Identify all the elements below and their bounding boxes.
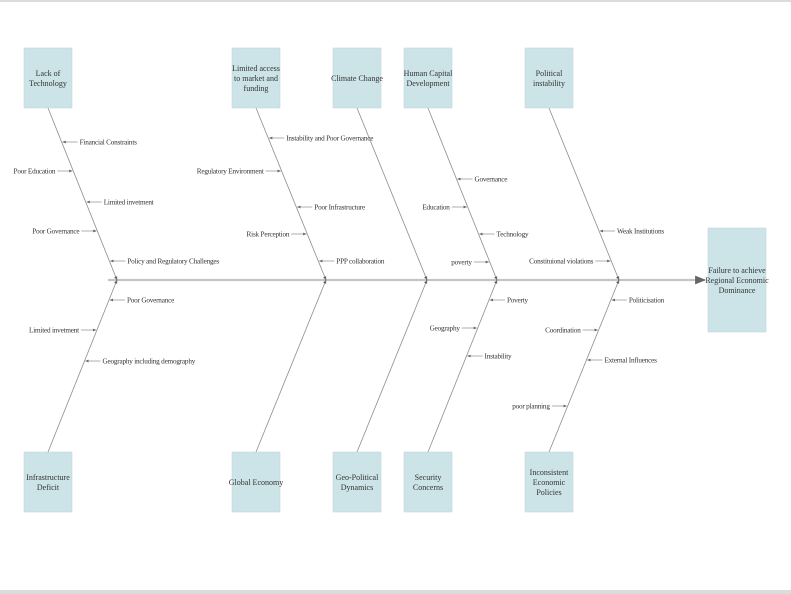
bottom-category-security-concerns-cause-geography-label: Geography xyxy=(430,325,461,333)
top-category-limited-access-to-market-and-funding-box-shape xyxy=(231,47,281,109)
top-category-climate-change-bone xyxy=(356,107,428,281)
top-category-climate-change-box-label: Climate Change xyxy=(331,74,383,83)
top-category-limited-access-to-market-and-funding-cause-ppp-collaboration-label: PPP collaboration xyxy=(336,258,385,266)
top-category-political-instability-cause-constituional-violations-label: Constituional violations xyxy=(529,258,593,266)
bottom-category-security-concerns-cause-instability-label: Instability xyxy=(485,353,513,361)
bottom-category-inconsistent-economic-policies-cause-external-influences: External Influences xyxy=(587,357,657,365)
top-category-limited-access-to-market-and-funding-bone xyxy=(255,107,327,281)
bottom-category-security-concerns-cause-geography: Geography xyxy=(430,325,478,333)
top-category-limited-access-to-market-and-funding-cause-risk-perception: Risk Perception xyxy=(247,231,307,239)
top-category-political-instability-cause-weak-institutions-label: Weak Institutions xyxy=(617,228,664,236)
top-category-lack-of-technology-cause-financial-constraints-label: Financial Constraints xyxy=(80,139,137,147)
top-category-limited-access-to-market-and-funding-cause-poor-infrastructure: Poor Infrastructure xyxy=(296,204,365,212)
top-category-human-capital-development-cause-education: Education xyxy=(422,204,468,212)
bottom-category-infrastructure-deficit-cause-poor-governance-label: Poor Governance xyxy=(127,297,174,305)
bottom-category-security-concerns-cause-poverty: Poverty xyxy=(489,297,529,305)
top-category-lack-of-technology-cause-financial-constraints: Financial Constraints xyxy=(62,139,137,147)
top-category-lack-of-technology-cause-limited-invetment-label: Limited invetment xyxy=(104,199,154,207)
bottom-category-inconsistent-economic-policies-cause-politicisation: Politicisation xyxy=(611,297,665,305)
bottom-category-global-economy-bone xyxy=(255,279,327,453)
bottom-category-security-concerns-cause-instability: Instability xyxy=(467,353,513,361)
top-category-limited-access-to-market-and-funding-cause-poor-infrastructure-label: Poor Infrastructure xyxy=(314,204,365,212)
top-category-climate-change-box: Climate Change xyxy=(331,47,383,109)
top-category-climate-change-box-shape xyxy=(332,47,382,109)
top-category-political-instability-box-shape xyxy=(524,47,574,109)
top-category-limited-access-to-market-and-funding-cause-regulatory-environment-label: Regulatory Environment xyxy=(197,168,264,176)
bottom-category-infrastructure-deficit-cause-limited-invetment: Limited invetment xyxy=(29,327,97,335)
bottom-category-infrastructure-deficit-cause-geography-including-demography-label: Geography including demography xyxy=(103,358,196,366)
top-category-limited-access-to-market-and-funding-cause-instability-and-poor-governance: Instability and Poor Governance xyxy=(268,135,373,143)
bottom-category-inconsistent-economic-policies-bone xyxy=(548,279,620,453)
top-category-lack-of-technology-bone xyxy=(47,107,118,281)
bottom-category-inconsistent-economic-policies-cause-poor-planning: poor planning xyxy=(512,403,568,411)
top-category-lack-of-technology-cause-policy-and-regulatory-challenges-label: Policy and Regulatory Challenges xyxy=(127,258,219,266)
top-category-human-capital-development-cause-poverty: poverty xyxy=(451,259,490,267)
top-category-human-capital-development-cause-poverty-label: poverty xyxy=(451,259,472,267)
top-category-limited-access-to-market-and-funding-cause-regulatory-environment: Regulatory Environment xyxy=(197,168,281,176)
top-category-lack-of-technology-cause-poor-education: Poor Education xyxy=(14,168,73,176)
top-category-limited-access-to-market-and-funding-cause-risk-perception-label: Risk Perception xyxy=(247,231,290,239)
top-category-limited-access-to-market-and-funding-cause-ppp-collaboration: PPP collaboration xyxy=(318,258,385,266)
top-category-political-instability-bone xyxy=(548,107,620,281)
bottom-category-inconsistent-economic-policies-cause-politicisation-label: Politicisation xyxy=(629,297,665,305)
bottom-category-global-economy-box-shape xyxy=(231,451,281,513)
bottom-category-security-concerns-cause-poverty-label: Poverty xyxy=(507,297,529,305)
top-category-human-capital-development-bone xyxy=(427,107,498,281)
top-category-limited-access-to-market-and-funding-cause-instability-and-poor-governance-label: Instability and Poor Governance xyxy=(286,135,373,143)
bottom-category-infrastructure-deficit-cause-geography-including-demography: Geography including demography xyxy=(85,358,196,366)
bottom-category-global-economy-box: Global Economy xyxy=(229,451,283,513)
bottom-category-inconsistent-economic-policies-cause-external-influences-label: External Influences xyxy=(604,357,657,365)
bottom-category-security-concerns-box-shape xyxy=(403,451,453,513)
bottom-category-security-concerns-bone xyxy=(427,279,498,453)
top-category-human-capital-development-cause-technology-label: Technology xyxy=(497,231,529,239)
bottom-category-infrastructure-deficit-cause-limited-invetment-label: Limited invetment xyxy=(29,327,79,335)
top-category-lack-of-technology-box-shape xyxy=(23,47,73,109)
bottom-category-infrastructure-deficit-bone xyxy=(47,279,118,453)
bottom-category-inconsistent-economic-policies-box-shape xyxy=(524,451,574,513)
top-category-political-instability-cause-weak-institutions: Weak Institutions xyxy=(599,228,665,236)
top-category-human-capital-development-cause-technology: Technology xyxy=(479,231,529,239)
top-category-lack-of-technology-cause-poor-governance-label: Poor Governance xyxy=(32,228,79,236)
top-category-lack-of-technology-cause-policy-and-regulatory-challenges: Policy and Regulatory Challenges xyxy=(110,258,220,266)
bottom-category-infrastructure-deficit-box-shape xyxy=(23,451,73,513)
top-category-human-capital-development-cause-governance: Governance xyxy=(457,176,507,184)
bottom-category-geo-political-dynamics-box-shape xyxy=(332,451,382,513)
effect-box-shape xyxy=(707,227,767,333)
bottom-category-infrastructure-deficit-cause-poor-governance: Poor Governance xyxy=(109,297,174,305)
top-category-lack-of-technology-cause-poor-education-label: Poor Education xyxy=(14,168,56,176)
top-category-political-instability-cause-constituional-violations: Constituional violations xyxy=(529,258,611,266)
bottom-category-inconsistent-economic-policies-cause-coordination-label: Coordination xyxy=(545,327,581,335)
top-category-lack-of-technology-cause-poor-governance: Poor Governance xyxy=(32,228,97,236)
top-category-human-capital-development-cause-governance-label: Governance xyxy=(474,176,507,184)
bottom-category-inconsistent-economic-policies-cause-poor-planning-label: poor planning xyxy=(512,403,550,411)
top-category-lack-of-technology-cause-limited-invetment: Limited invetment xyxy=(86,199,154,207)
bottom-category-geo-political-dynamics-bone xyxy=(356,279,428,453)
bottom-category-inconsistent-economic-policies-cause-coordination: Coordination xyxy=(545,327,599,335)
top-category-human-capital-development-cause-education-label: Education xyxy=(422,204,450,212)
bottom-category-global-economy-box-label: Global Economy xyxy=(229,478,283,487)
top-category-human-capital-development-box-shape xyxy=(403,47,453,109)
